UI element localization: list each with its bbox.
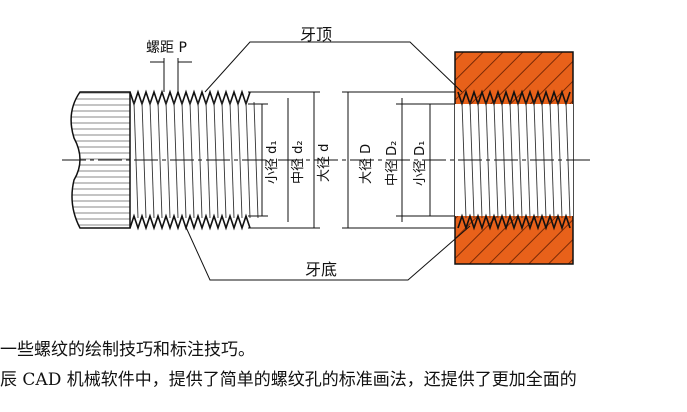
root-leader [184,224,471,281]
major-diameter-D-label: 大径 D [359,144,374,184]
thread-diagram: 牙顶 牙底 螺距 P 小径 d₁ 中径 d₂ 大径 d 大径 D 中径 D₂ 小… [62,25,590,281]
caption-line-1: 一些螺纹的绘制技巧和标注技巧。 [0,340,255,360]
pitch-diameter-D2-label: 中径 D₂ [385,141,400,186]
crest-leader [204,41,463,93]
nut-section [454,51,574,265]
bolt-dimensions [248,91,320,229]
root-label: 牙底 [305,260,337,279]
major-diameter-d-label: 大径 d [317,144,332,182]
pitch-label: 螺距 P [146,40,187,56]
crest-label: 牙顶 [300,25,332,44]
minor-diameter-d1-label: 小径 d₁ [265,140,280,184]
pitch-diameter-d2-label: 中径 d₂ [291,140,306,184]
nut-dimensions [342,91,455,229]
caption-line-2: 辰 CAD 机械软件中，提供了简单的螺纹孔的标准画法，还提供了更加全面的 [0,370,577,390]
pitch-dimension [150,58,192,92]
minor-diameter-D1-label: 小径 D₁ [413,141,428,186]
